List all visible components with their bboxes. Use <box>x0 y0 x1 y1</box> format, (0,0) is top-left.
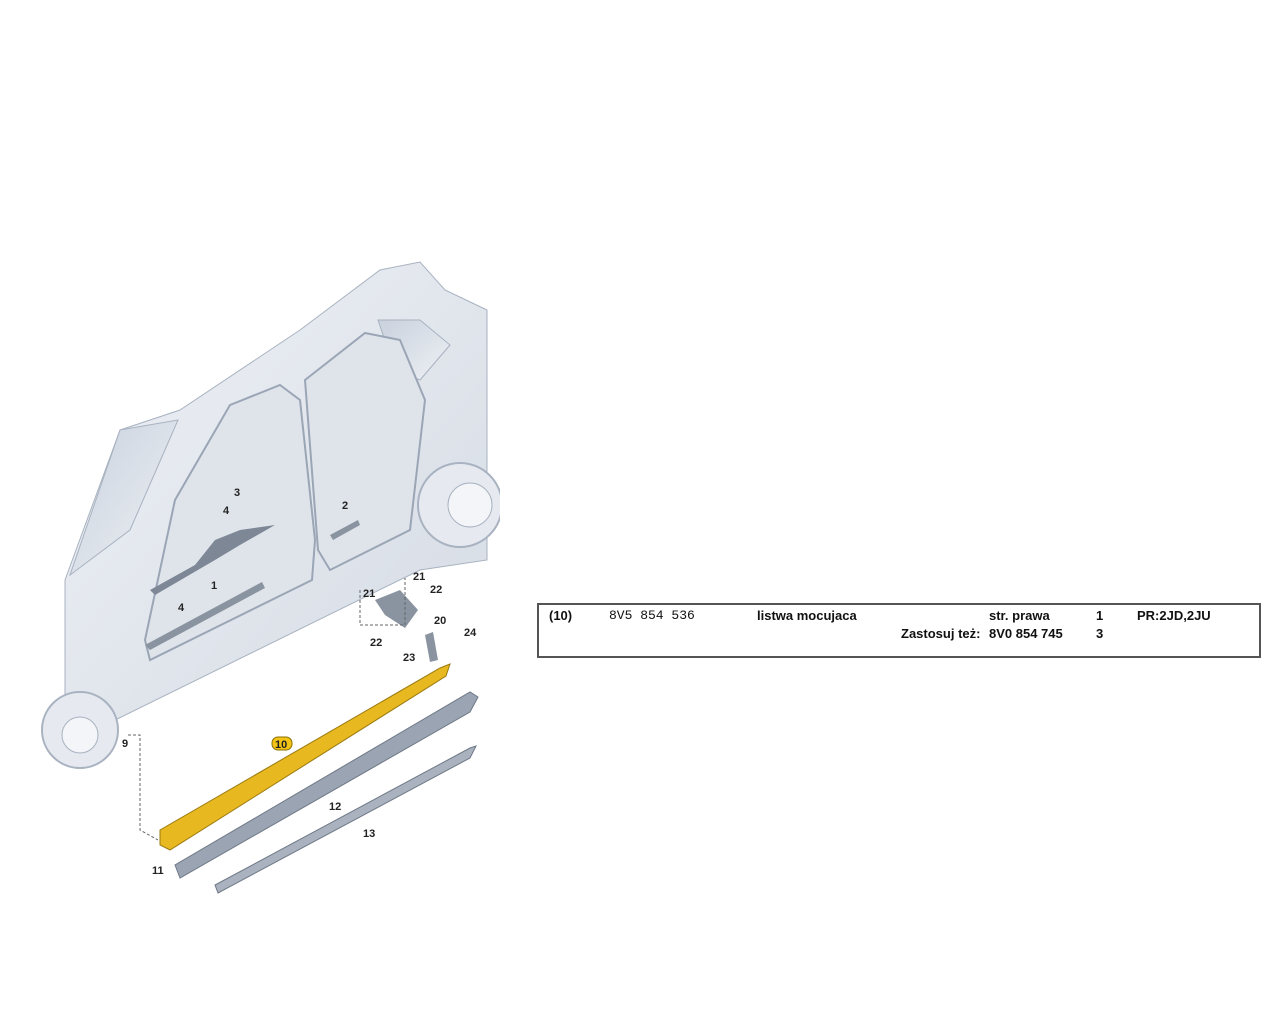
sill-trim-12 <box>174 691 479 879</box>
alt-quantity: 3 <box>1096 626 1104 641</box>
callout-10: 10 <box>275 739 287 751</box>
part-name: listwa mocujaca <box>757 608 857 623</box>
callout-11: 11 <box>152 865 164 877</box>
interior-parts <box>145 520 438 662</box>
part-number: 8V5 854 536 <box>609 608 695 623</box>
sill-strip-10 <box>159 663 451 851</box>
position-number: (10) <box>549 608 573 623</box>
sill-trim-13 <box>214 745 477 894</box>
callout-21: 21 <box>413 571 425 583</box>
callout-23: 23 <box>403 652 415 664</box>
callout-13: 13 <box>363 828 375 840</box>
parts-exploded-diagram: 3 4 2 1 4 21 22 21 20 24 22 23 9 10 12 1… <box>41 261 500 894</box>
side: str. prawa <box>989 608 1050 623</box>
leader-dashes <box>128 578 406 841</box>
callout-21b: 21 <box>363 588 375 600</box>
car-body <box>41 261 500 769</box>
callout-3: 3 <box>234 487 240 499</box>
pr-codes: PR:2JD,2JU <box>1137 608 1211 623</box>
also-use-label: Zastosuj też: <box>901 626 981 641</box>
callout-4: 4 <box>223 505 230 517</box>
callout-1: 1 <box>211 580 217 592</box>
parts-info-table: (10) 8V5 854 536 listwa mocujaca str. pr… <box>537 603 1261 658</box>
callout-2: 2 <box>342 500 348 512</box>
callout-12: 12 <box>329 801 341 813</box>
callout-24: 24 <box>464 627 477 639</box>
callout-4b: 4 <box>178 602 185 614</box>
callout-9: 9 <box>122 738 128 750</box>
callouts: 3 4 2 1 4 21 22 21 20 24 22 23 9 10 12 1… <box>122 487 477 877</box>
alt-part-number: 8V0 854 745 <box>989 626 1063 641</box>
callout-20: 20 <box>434 615 446 627</box>
callout-22b: 22 <box>370 637 382 649</box>
quantity: 1 <box>1096 608 1104 623</box>
callout-22: 22 <box>430 584 442 596</box>
